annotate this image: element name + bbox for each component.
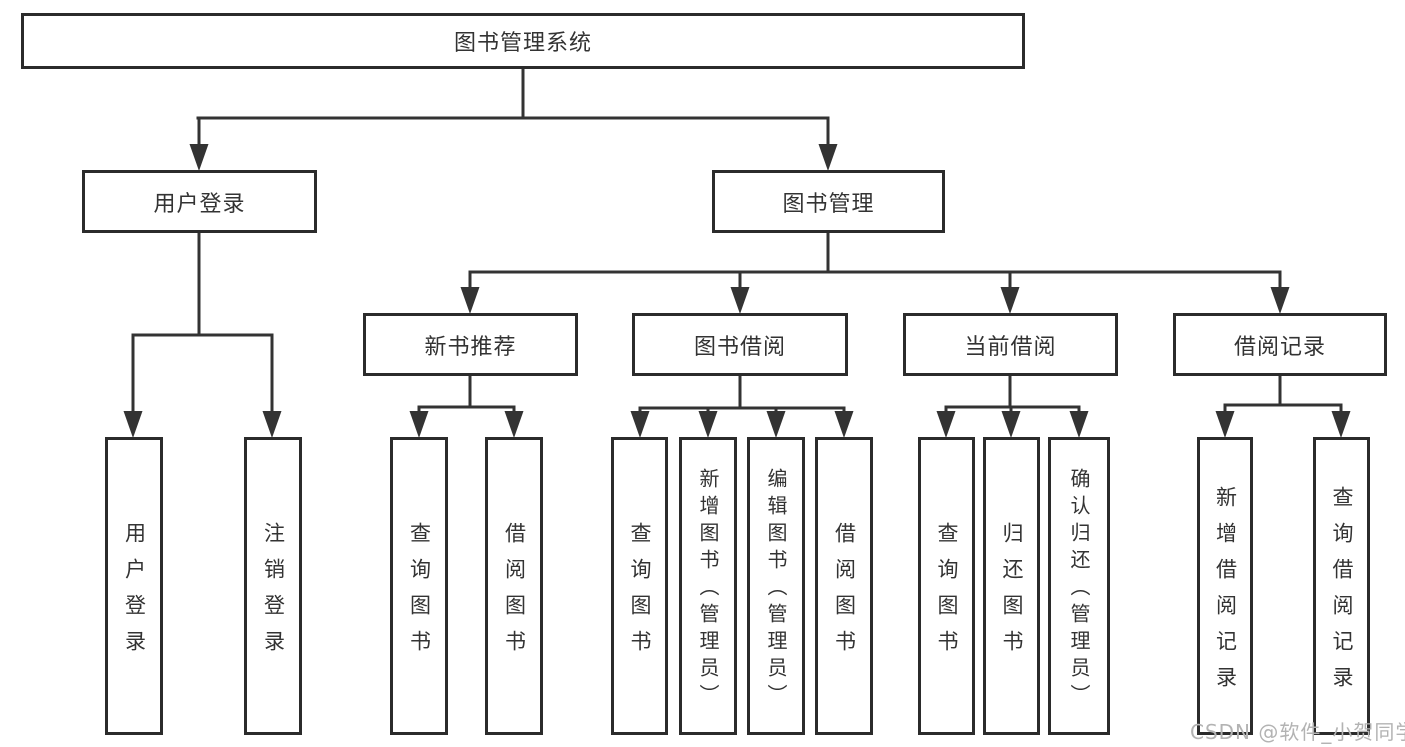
node-borrow-records: 借阅记录 (1173, 313, 1387, 376)
connector-arrowhead (730, 287, 750, 314)
leaf-label: 归还图书 (1000, 521, 1024, 666)
node-label: 新书推荐 (424, 334, 517, 360)
connector-arrowhead (698, 411, 718, 438)
leaf-label: 查询图书 (935, 521, 959, 666)
connector-arrowhead (1270, 287, 1290, 314)
node-book-management: 图书管理 (712, 170, 945, 233)
csdn-watermark: CSDN @软件_小贺同学 (1190, 720, 1405, 744)
leaf-current-confirm-return-admin: 确认归还（管理员） (1048, 437, 1110, 735)
leaf-records-add-record: 新增借阅记录 (1197, 437, 1253, 735)
connector-arrowhead (766, 411, 786, 438)
node-book-borrowing: 图书借阅 (632, 313, 848, 376)
connector-arrowhead (818, 144, 838, 171)
node-new-book-recommend: 新书推荐 (363, 313, 578, 376)
connector-arrowhead (123, 411, 143, 438)
connector-arrowhead (936, 411, 956, 438)
leaf-label: 用户登录 (122, 521, 147, 666)
leaf-borrowing-query-books: 查询图书 (611, 437, 668, 735)
connector-arrowhead (1069, 411, 1089, 438)
connector-arrowhead (409, 411, 429, 438)
leaf-label: 注销登录 (261, 521, 286, 666)
leaf-label: 新增图书（管理员） (696, 468, 720, 711)
leaf-recommend-query-books: 查询图书 (390, 437, 448, 735)
leaf-borrowing-edit-books-admin: 编辑图书（管理员） (747, 437, 805, 735)
leaf-label: 查询图书 (628, 521, 652, 666)
node-user-login: 用户登录 (82, 170, 317, 233)
leaf-label: 新增借阅记录 (1213, 485, 1238, 702)
leaf-current-query-books: 查询图书 (918, 437, 975, 735)
node-label: 图书借阅 (693, 334, 786, 360)
node-library-system: 图书管理系统 (21, 13, 1025, 69)
connector-arrowhead (834, 411, 854, 438)
leaf-logout: 注销登录 (244, 437, 302, 735)
leaf-label: 查询借阅记录 (1330, 485, 1354, 702)
leaf-borrowing-add-books-admin: 新增图书（管理员） (679, 437, 737, 735)
leaf-records-query-record: 查询借阅记录 (1313, 437, 1370, 735)
leaf-label: 确认归还（管理员） (1067, 468, 1091, 711)
leaf-label: 借阅图书 (502, 521, 527, 666)
leaf-label: 查询图书 (407, 521, 432, 666)
leaf-current-return-books: 归还图书 (983, 437, 1040, 735)
leaf-recommend-borrow-books: 借阅图书 (485, 437, 543, 735)
connector-arrowhead (630, 411, 650, 438)
connector-arrowhead (1331, 411, 1351, 438)
node-label: 用户登录 (153, 191, 246, 217)
node-label: 借阅记录 (1233, 334, 1326, 360)
node-current-borrowing: 当前借阅 (903, 313, 1118, 376)
connector-arrowhead (1000, 287, 1020, 314)
leaf-borrowing-borrow-books: 借阅图书 (815, 437, 873, 735)
connector-arrowhead (460, 287, 480, 314)
connector-arrowhead (504, 411, 524, 438)
leaf-label: 编辑图书（管理员） (764, 468, 788, 711)
leaf-label: 借阅图书 (832, 521, 857, 666)
connector-arrowhead (1001, 411, 1021, 438)
leaf-user-login: 用户登录 (105, 437, 163, 735)
connector-arrowhead (1215, 411, 1235, 438)
node-label: 图书管理 (782, 191, 875, 217)
node-label: 图书管理系统 (453, 31, 592, 56)
connector-arrowhead (262, 411, 282, 438)
node-label: 当前借阅 (964, 334, 1057, 360)
connector-arrowhead (189, 144, 209, 171)
